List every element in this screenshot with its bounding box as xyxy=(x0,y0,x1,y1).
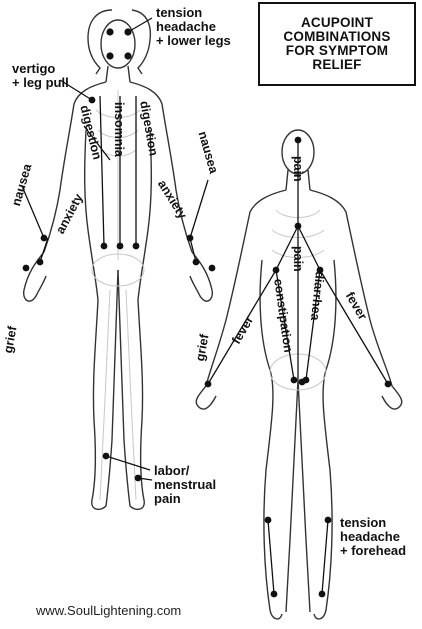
point-wrist-right xyxy=(193,259,200,266)
label-tension-headache-forehead: tension headache + forehead xyxy=(340,516,406,558)
point-ankle-back-left xyxy=(271,591,278,598)
point-jaw-right xyxy=(124,52,131,59)
point-back-left xyxy=(273,267,280,274)
label-tension-headache-lower-legs: tension headache + lower legs xyxy=(156,6,231,48)
point-insomnia xyxy=(117,243,124,250)
title-line-2: COMBINATIONS xyxy=(283,30,390,44)
point-mid-back xyxy=(295,223,302,230)
point-head-left xyxy=(106,28,113,35)
label-vertigo-leg-pull: vertigo + leg pull xyxy=(12,62,69,90)
footer-website: www.SoulLightening.com xyxy=(36,603,181,618)
title-box: ACUPOINT COMBINATIONS FOR SYMPTOM RELIEF xyxy=(258,2,416,86)
point-knee-right xyxy=(325,517,332,524)
point-forearm-left xyxy=(41,235,48,242)
point-neck xyxy=(295,137,302,144)
label-pain-lower: pain xyxy=(291,246,304,272)
point-digestion-right xyxy=(133,243,140,250)
point-head-right xyxy=(124,28,131,35)
point-back-hand-left xyxy=(205,381,212,388)
point-hand-left xyxy=(23,265,30,272)
point-jaw-left xyxy=(106,52,113,59)
label-labor-menstrual-pain: labor/ menstrual pain xyxy=(154,464,216,506)
point-digestion-left xyxy=(101,243,108,250)
point-ankle-right xyxy=(135,475,142,482)
title-line-3: FOR SYMPTOM xyxy=(286,44,388,58)
point-wrist-left xyxy=(37,259,44,266)
point-shoulder xyxy=(89,97,96,104)
point-back-hand-right xyxy=(385,381,392,388)
label-pain-upper: pain xyxy=(291,156,304,182)
title-line-1: ACUPOINT xyxy=(301,16,373,30)
title-line-4: RELIEF xyxy=(312,58,361,72)
point-sacrum-left xyxy=(291,377,298,384)
front-acupoints xyxy=(23,28,216,481)
label-insomnia: insomnia xyxy=(112,102,125,157)
point-hand-right xyxy=(209,265,216,272)
point-ankle-back-right xyxy=(319,591,326,598)
point-ankle-left xyxy=(103,453,110,460)
point-sacrum-right xyxy=(303,377,310,384)
point-forearm-right xyxy=(187,235,194,242)
point-knee-left xyxy=(265,517,272,524)
